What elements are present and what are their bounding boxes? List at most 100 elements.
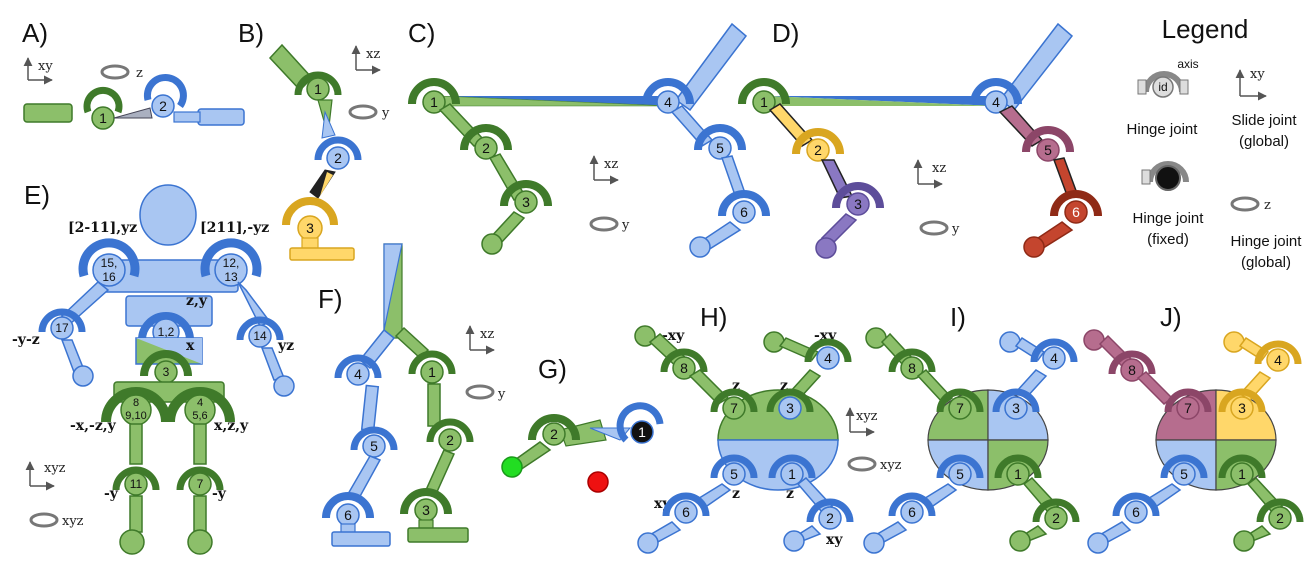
legend-rot-axis: z [1264,198,1271,213]
joint-id: 1 [99,110,107,126]
joint-5 [1172,462,1196,486]
joint-2 [151,94,175,118]
joint-7 [1176,396,1200,420]
joint-2 [806,138,830,162]
joint-3 [1004,396,1028,420]
joint-id: 7 [1184,400,1192,416]
legend-fixed-line2: (fixed) [1147,231,1189,248]
head [139,184,197,246]
joint-id: 2 [482,140,490,156]
annotation: z [780,378,788,394]
joint-4 [816,346,840,370]
joint-5 [1036,138,1060,162]
axis-xy-a: xy [23,57,53,85]
annotation: z,y [186,293,208,309]
joint-5 [708,136,732,160]
joint-id: 5,6 [192,410,207,422]
annotation: x [186,338,195,354]
joint-4 [984,90,1008,114]
joint-1 [1230,462,1254,486]
joint-id: 2 [1276,510,1284,526]
joint-id: 3 [522,194,530,210]
joint-6 [674,500,698,524]
axis-label: xy [38,59,53,74]
joint-id: 15, [101,256,118,270]
joint-4 [1266,348,1290,372]
joint-id: 6 [682,504,690,520]
axis-label: xz [932,161,946,176]
joint-3 [778,396,802,420]
axis-label: z [136,66,143,81]
legend-global-line2: (global) [1241,254,1291,271]
axis-label: xz [604,157,618,172]
joint-17 [50,316,74,340]
axis-label: xz [366,47,380,62]
panel-a: A) xy z 1 2 [22,18,245,130]
joint-id: 5 [716,140,724,156]
rotation-y-c: y [589,216,630,233]
joint-4 [1042,346,1066,370]
axis-label: y [381,106,390,121]
joint-id: 7 [197,477,204,491]
annotation: -x,-z,y [70,418,117,434]
joint-1 [780,462,804,486]
joint-id: 4 [354,366,362,382]
annotation: yz [277,338,294,354]
joint-1 [420,360,444,384]
joint-1-fixed [630,420,654,444]
legend-global-line1: Hinge joint [1231,233,1303,250]
target-green [501,456,523,478]
joint-id: 7 [956,400,964,416]
legend-slide-axis-icon: xy [1235,67,1267,101]
joint-14 [248,324,272,348]
rotation-y-d: y [919,220,960,237]
axis-xz-d: xz [913,159,946,189]
panel-label-b: B) [238,18,264,48]
joint-id: 1 [1238,466,1246,482]
joint-id: 3 [786,400,794,416]
joint-id: 6 [1072,204,1080,220]
panel-b: B) xz y 1 2 3 [238,18,390,261]
legend-hinge-joint-icon: id axis [1137,57,1199,98]
joint-id: 1 [314,81,322,97]
annotation: [211],-yz [200,220,269,236]
axis-label: xyz [880,458,902,473]
legend-fixed-line1: Hinge joint [1133,210,1205,227]
joint-4 [346,362,370,386]
rotation-y-b: y [348,104,390,121]
joint-11 [124,472,148,496]
joint-id: 1 [638,424,646,440]
joint-6 [732,200,756,224]
panel-label-j: J) [1160,302,1182,332]
legend: Legend id axis Hinge joint xy Slide join… [1127,14,1303,271]
joint-8 [900,356,924,380]
panel-g: G) 2 1 [501,354,664,493]
joint-4 [656,90,680,114]
joint-id: 6 [1132,504,1140,520]
target-red [587,471,609,493]
joint-id: 5 [1044,142,1052,158]
axis-xyz-h: xyz [845,407,878,437]
joint-id: 8 [680,360,688,376]
panel-label-h: H) [700,302,727,332]
axis-xz-f: xz [465,325,495,355]
panel-label-g: G) [538,354,567,384]
panel-e: E) [2-11],yz [211],-yz 15, 16 12, 13 17 … [12,180,295,555]
joint-7 [948,396,972,420]
panel-label-d: D) [772,18,799,48]
joint-id: 4 [1274,352,1282,368]
legend-slide-line2: (global) [1239,133,1289,150]
joint-id: 4 [992,94,1000,110]
joint-id: 13 [224,270,238,284]
legend-id-label: id [1158,80,1167,94]
panel-h: H) -xy -xy z z z z xy xy 8 7 4 3 5 6 [634,302,902,554]
joint-id: 8 [908,360,916,376]
joint-3 [1230,396,1254,420]
joint-1 [422,90,446,114]
joint-id: 3 [854,196,862,212]
rotation-z-a: z [100,64,143,81]
panel-d: D) xz y 1 2 3 4 5 [738,18,1102,259]
axis-xyz-e: xyz [25,461,66,491]
joint-id: 14 [253,329,267,343]
joint-id: 1 [788,466,796,482]
